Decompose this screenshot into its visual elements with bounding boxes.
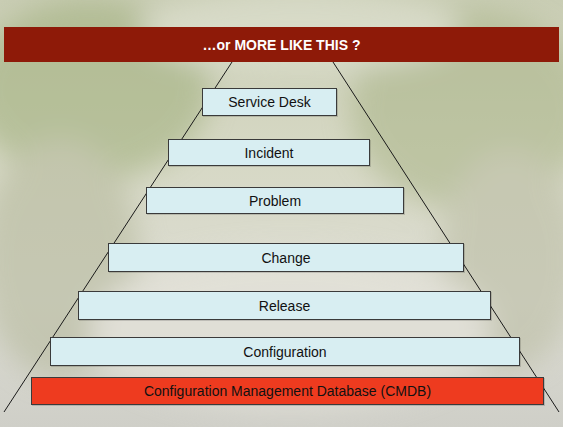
layer-label: Configuration [237, 344, 332, 360]
process-layer: Release [78, 291, 491, 320]
process-layer: Incident [168, 139, 370, 166]
process-layer: Problem [146, 187, 404, 214]
layer-label: Service Desk [222, 94, 316, 110]
title-text: …or MORE LIKE THIS ? [203, 37, 361, 53]
layer-label: Configuration Management Database (CMDB) [138, 383, 437, 399]
title-banner: …or MORE LIKE THIS ? [4, 27, 559, 62]
process-layer: Change [108, 243, 464, 272]
layer-label: Change [255, 250, 316, 266]
layer-label: Release [253, 298, 316, 314]
process-layer: Configuration [50, 337, 520, 366]
layer-label: Incident [238, 145, 299, 161]
layer-label: Problem [243, 193, 307, 209]
process-layer: Service Desk [202, 88, 337, 116]
cmdb-layer: Configuration Management Database (CMDB) [31, 377, 544, 405]
